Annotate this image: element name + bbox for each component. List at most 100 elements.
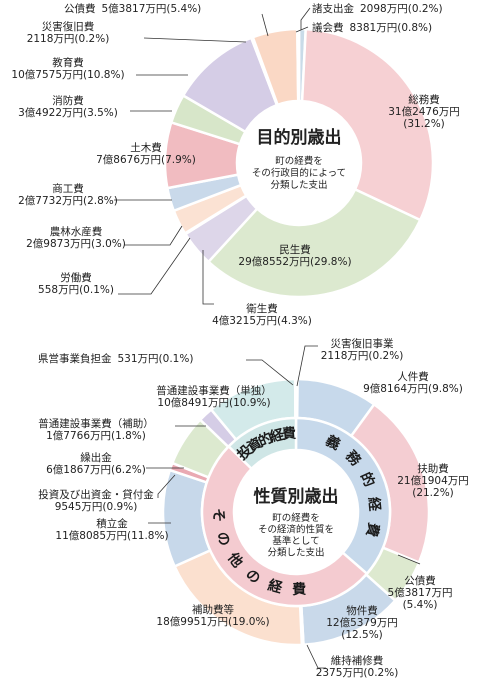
inner-ring-label-char: 経 [266,577,285,597]
label-pct: (0.2%) [363,667,398,679]
c2-leader-12 [246,359,294,386]
c1-label-1-0: 総務費 [408,93,440,106]
label-name: 公債費 [64,2,96,15]
c2-leader-0 [296,345,318,387]
inner-ring-2 [226,416,298,471]
label-value: 3億4922万円 [18,106,83,119]
c1-label-11: 公債費 5億3817万円(5.4%) [64,2,201,15]
chart1-subtitle-line: 町の経費を [275,155,323,167]
inner-ring-label-char: 費 [281,425,296,443]
label-value: 18億9951万円 [156,615,228,628]
label-pct: (9.8%) [428,383,463,395]
label-pct: (0.1%) [79,284,114,296]
chart2-subtitle-line: 基準として [272,535,319,547]
c1-label-name-8: 消防費 [52,94,84,107]
c2-label-2-0: 扶助費 [417,462,449,475]
c2-label-3-2: (5.4%) [403,599,438,611]
label-value: 4億3215万円 [212,314,277,327]
chart2-subtitle-line: その経済的性質を [258,524,334,536]
label-name: 県営事業負担金 [38,352,112,365]
c2-label-name-6: 補助費等 [192,603,234,616]
label-value: 5億3817万円 [102,2,167,15]
c1-label-name-3: 衛生費 [246,302,278,315]
label-value: 2億9873万円 [26,237,91,250]
label-pct: (4.3%) [277,315,312,327]
inner-ring-label-char: 的 [357,470,378,490]
chart2-subtitle-line: 分類した支出 [267,547,324,559]
slice-12 [296,27,301,103]
label-value: 2118万円 [27,33,75,45]
c2-label-value-8: 9545万円(0.9%) [55,501,138,513]
c1-label-name-6: 商工費 [52,182,84,195]
inner-ring-0 [294,416,392,576]
label-pct: (10.8%) [83,69,125,81]
label-pct: (7.9%) [161,154,196,166]
inner-ring-label-char: 費 [363,521,383,538]
c1-leader-3 [202,250,214,305]
slice-1 [300,27,435,222]
c1-label-value-9: 10億7575万円(10.8%) [11,68,124,81]
c2-label-name-11: 普通建設事業費（単独） [156,384,272,397]
c1-label-value-3: 4億3215万円(4.3%) [212,314,312,327]
label-pct: (0.1%) [159,353,194,365]
c2-label-name-9: 繰出金 [80,451,112,464]
c2-label-4-0: 物件費 [346,604,378,617]
label-value: 2億7732万円 [18,194,83,207]
label-pct: (0.2%) [368,350,403,362]
c1-label-name-10: 災害復旧費 [42,20,95,33]
label-pct: (2.8%) [83,195,118,207]
c2-label-value-11: 10億8491万円(10.9%) [157,396,270,409]
c1-label-name-7: 土木費 [130,141,162,154]
chart1-subtitle-line: 分類した支出 [270,179,327,191]
label-pct: (3.5%) [83,107,118,119]
c1-leader-10 [143,37,247,43]
c2-label-2-2: (21.2%) [412,487,454,499]
inner-ring-label-char: 経 [268,426,287,446]
label-pct: (6.2%) [111,464,146,476]
label-value: 1億7766万円 [46,429,111,442]
label-value: 9545万円 [55,501,103,513]
inner-ring-label-char: の [213,530,233,549]
label-pct: (1.8%) [111,430,146,442]
c2-label-4-2: (12.5%) [341,629,383,641]
label-value: 29億8552万円 [238,255,310,268]
label-value: 558万円 [38,284,79,296]
c2-label-name-0: 災害復旧事業 [331,337,394,350]
c1-label-1-1: 31億2476万円 [388,105,460,118]
c2-label-value-7: 11億8085万円(11.8%) [55,529,168,542]
inner-ring-label-char: そ [210,508,227,523]
c2-label-value-1: 9億8164万円(9.8%) [363,382,463,395]
inner-ring-label-char: 費 [292,581,307,599]
c1-label-name-9: 教育費 [52,56,84,69]
c2-label-value-10: 1億7766万円(1.8%) [46,429,146,442]
c1-leader-0 [295,26,309,33]
label-value: 8381万円 [350,22,398,34]
c1-label-name-5: 農林水産費 [50,225,103,238]
label-value: 7億8676万円 [96,153,161,166]
label-value: 2118万円 [321,350,369,362]
c2-label-name-10: 普通建設事業費（補助） [38,417,154,430]
label-pct: (5.4%) [166,3,201,15]
c1-label-value-8: 3億4922万円(3.5%) [18,106,118,119]
label-pct: (11.8%) [127,530,169,542]
c2-label-3-1: 5億3817万円 [388,586,453,599]
label-pct: (29.8%) [310,256,352,268]
c1-label-name-4: 労働費 [60,271,92,284]
label-value: 10億8491万円 [157,396,229,409]
c2-label-name-5: 維持補修費 [331,654,384,667]
slice-12 [293,377,298,420]
c1-leader-4 [118,237,191,295]
label-pct: (0.9%) [102,501,137,513]
c1-leader-12 [300,7,311,30]
label-pct: (0.2%) [408,3,443,15]
c2-label-name-8: 投資及び出資金・貸付金 [38,488,154,501]
inner-ring-label-char: 的 [256,429,276,450]
c2-label-name-7: 積立金 [96,517,128,530]
label-pct: (3.0%) [91,238,126,250]
c2-label-4-1: 12億5379万円 [326,616,398,629]
c1-label-1-2: (31.2%) [403,118,445,130]
c1-label-value-4: 558万円(0.1%) [38,284,114,296]
